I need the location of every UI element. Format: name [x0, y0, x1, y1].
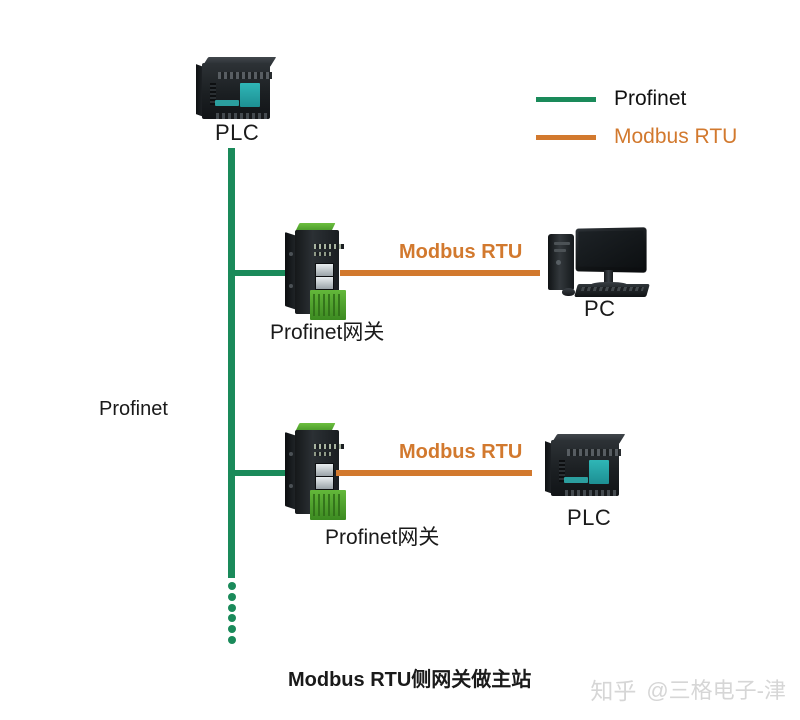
watermark: 知乎 @三格电子-津 — [590, 672, 786, 706]
gateway-rj45-port-2 — [315, 476, 334, 490]
plc-terminal-row-bottom — [565, 490, 617, 496]
gateway-rj45-port-2 — [315, 276, 334, 290]
trunk-dot — [228, 603, 236, 612]
plc-vent — [559, 460, 565, 482]
gateway-chassis — [295, 230, 346, 320]
plc-brand-strip — [215, 100, 239, 106]
profinet-trunk-label: Profinet — [99, 398, 168, 420]
legend-label-modbus-rtu: Modbus RTU — [614, 125, 738, 148]
pc-power-button — [556, 260, 561, 265]
modbus-rtu-link-line-1 — [340, 270, 540, 276]
trunk-dot — [228, 625, 236, 634]
gateway-device-icon-1 — [283, 222, 349, 320]
legend-item-modbus-rtu: Modbus RTU — [536, 118, 737, 156]
line-swatch-icon-modbus — [536, 134, 596, 140]
plc-vent — [210, 83, 216, 105]
plc-terminal-row-top — [218, 72, 272, 79]
gateway-1-label: Profinet网关 — [270, 321, 385, 344]
gateway-rj45-port-1 — [315, 463, 334, 477]
gateway-screw — [289, 252, 293, 256]
line-swatch-icon-profinet — [536, 96, 596, 102]
profinet-branch-line-2 — [231, 470, 289, 476]
plc-device-icon-top — [196, 55, 277, 121]
diagram-caption: Modbus RTU侧网关做主站 — [288, 669, 532, 691]
plc-display-panel — [589, 460, 609, 484]
pc-tower — [548, 234, 574, 290]
desktop-computer-icon — [546, 222, 650, 304]
pc-mouse — [562, 288, 575, 296]
gateway-2-label: Profinet网关 — [325, 526, 440, 549]
trunk-dot — [228, 592, 236, 601]
plc-terminal-row-bottom — [216, 113, 268, 119]
plc-body — [551, 440, 621, 496]
plc-device-icon-right — [545, 432, 626, 498]
gateway-screw — [289, 284, 293, 288]
plc-terminal-row-top — [567, 449, 621, 456]
profinet-trunk-continuation-dots — [224, 582, 240, 644]
plc-brand-strip — [564, 477, 588, 483]
gateway-rj45-port-1 — [315, 263, 334, 277]
pc-monitor-screen — [578, 230, 644, 268]
pc-monitor — [575, 227, 647, 273]
profinet-branch-line-1 — [231, 270, 289, 276]
gateway-screw — [289, 452, 293, 456]
gateway-led-row-secondary — [314, 452, 332, 456]
trunk-dot — [228, 582, 236, 590]
gateway-chassis — [295, 430, 346, 520]
pc-label: PC — [584, 296, 616, 321]
watermark-handle: @三格电子-津 — [646, 678, 786, 703]
gateway-led-row — [314, 244, 344, 249]
pc-drive-bay — [554, 242, 570, 245]
zhihu-logo-icon: 知乎 — [590, 678, 637, 704]
gateway-led-row-secondary — [314, 252, 332, 256]
modbus-rtu-link-line-2 — [336, 470, 532, 476]
legend-label-profinet: Profinet — [614, 87, 687, 110]
gateway-led-row — [314, 444, 344, 449]
gateway-device-icon-2 — [283, 422, 349, 520]
trunk-dot — [228, 614, 236, 623]
trunk-dot — [228, 635, 236, 644]
pc-monitor-stand-neck — [604, 270, 613, 284]
legend-item-profinet: Profinet — [536, 80, 737, 118]
pc-drive-bay — [554, 249, 566, 252]
plc-top-label: PLC — [215, 120, 260, 145]
plc-body — [202, 63, 272, 119]
modbus-rtu-link-label-1: Modbus RTU — [399, 241, 523, 263]
plc-display-panel — [240, 83, 260, 107]
modbus-rtu-link-label-2: Modbus RTU — [399, 441, 523, 463]
gateway-screw — [289, 484, 293, 488]
profinet-trunk-line — [228, 148, 235, 578]
legend: Profinet Modbus RTU — [536, 80, 737, 156]
plc-right-label: PLC — [567, 505, 612, 530]
gateway-terminal-block — [310, 290, 346, 320]
gateway-terminal-block — [310, 490, 346, 520]
